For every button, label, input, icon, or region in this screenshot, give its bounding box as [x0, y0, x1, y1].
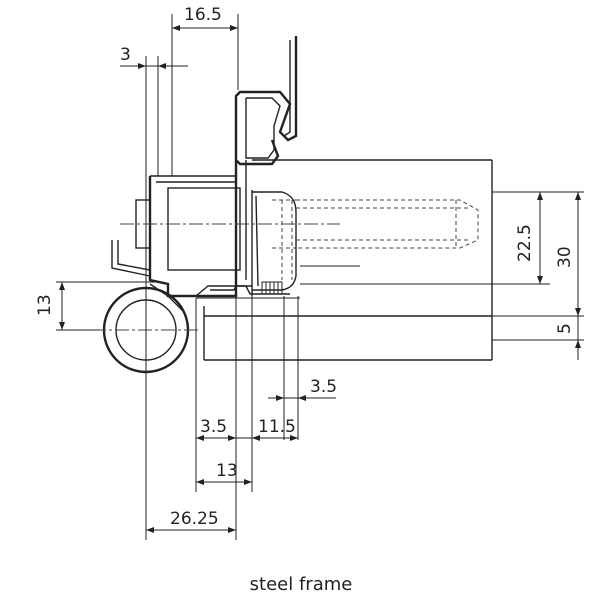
- dim-26-25: 26.25: [170, 509, 219, 529]
- dimension-labels: 16.5 3 13 22.5 30 5 3.5 3.5 11.5 13 26.2…: [35, 5, 575, 529]
- dim-3-5-left: 3.5: [200, 417, 227, 437]
- dim-30: 30: [555, 246, 575, 268]
- fixing-screw: [120, 199, 479, 280]
- dim-3-top: 3: [120, 45, 131, 65]
- dim-3-5-right: 3.5: [310, 377, 337, 397]
- steel-frame-profile: [234, 36, 298, 296]
- dim-16-5: 16.5: [184, 5, 222, 25]
- figure-caption: steel frame: [249, 574, 353, 595]
- hinge-technical-drawing: 16.5 3 13 22.5 30 5 3.5 3.5 11.5 13 26.2…: [35, 5, 584, 540]
- dimension-lines: [56, 14, 584, 540]
- dim-11-5: 11.5: [258, 417, 296, 437]
- dim-22-5: 22.5: [515, 224, 535, 262]
- dim-5: 5: [555, 323, 575, 334]
- dim-13-bottom: 13: [216, 461, 238, 481]
- dim-13-left: 13: [35, 294, 55, 316]
- hinge-bracket: [111, 175, 297, 298]
